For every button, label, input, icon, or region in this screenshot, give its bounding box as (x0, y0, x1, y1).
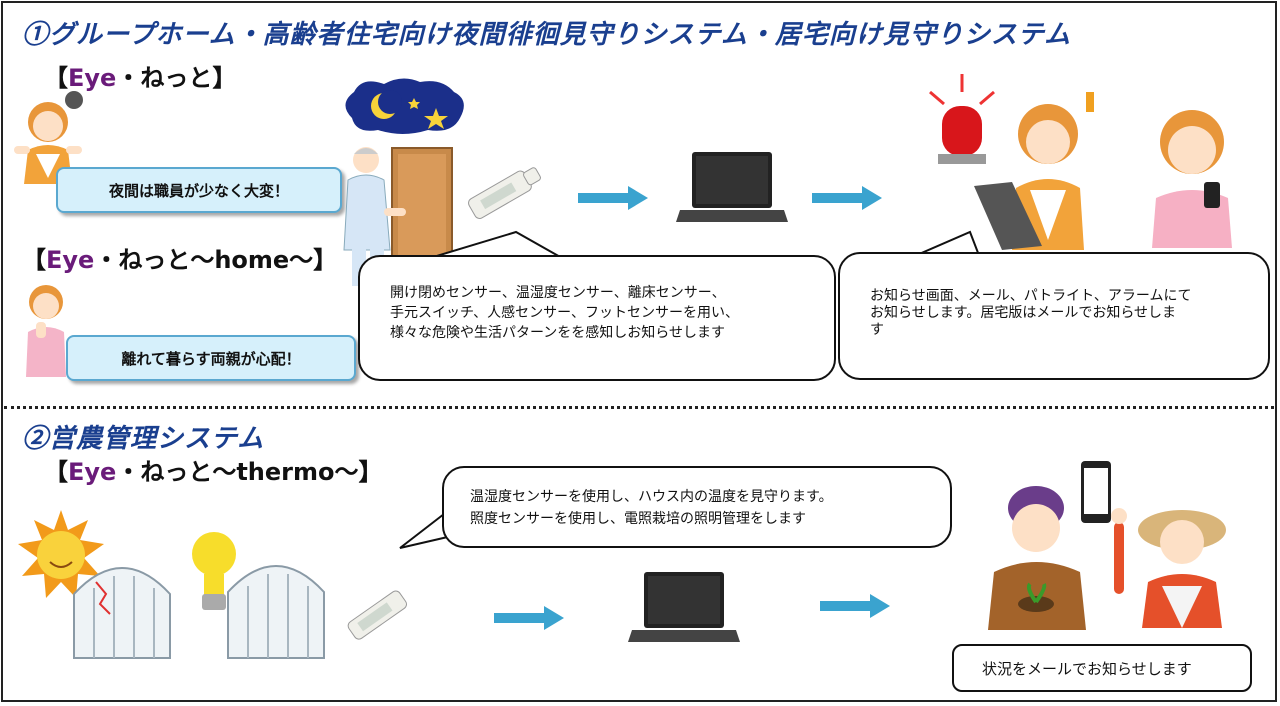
smartphone-icon (1081, 461, 1111, 523)
staff-woman-laptop-icon (974, 92, 1094, 250)
light-bulb-icon (192, 532, 236, 610)
brand-eye: Eye (68, 458, 117, 486)
worry-box-parents: 離れて暮らす両親が心配！ (66, 335, 356, 381)
bubble-line: お知らせします。居宅版はメールでお知らせしま (870, 305, 1177, 321)
product-name: ・ねっと】 (116, 64, 237, 92)
bubble-line: 開け閉めセンサー、温湿度センサー、離床センサー、 (390, 285, 726, 301)
worried-woman-icon (26, 285, 66, 377)
speech-bubble-tail (430, 230, 563, 259)
thermo-sensor-bubble: 温湿度センサーを使用し、ハウス内の温度を見守ります。 照度センサーを使用し、電照… (442, 466, 952, 548)
sensor-device-icon (347, 590, 407, 640)
product-eye-net-home: 【Eye・ねっと～home～】 (22, 240, 337, 275)
bracket-open: 【 (44, 458, 68, 486)
bracket-open: 【 (44, 64, 68, 92)
arrow-right-icon (578, 186, 648, 210)
bubble-line: 手元スイッチ、人感センサー、フットセンサーを用い、 (390, 305, 740, 321)
brand-eye: Eye (46, 246, 95, 274)
brand-eye: Eye (68, 64, 117, 92)
speech-bubble-tail (399, 513, 453, 549)
notify-text: 状況をメールでお知らせします (982, 660, 1192, 678)
sensor-device-icon (468, 167, 541, 219)
arrow-right-icon (494, 606, 564, 630)
bubble-line: 様々な危険や生活パターンをを感知しお知らせします (390, 325, 726, 341)
worried-woman-icon (14, 91, 83, 184)
section-divider (4, 406, 1274, 409)
laptop-icon (628, 572, 740, 642)
product-eye-net-thermo: 【Eye・ねっと～thermo～】 (44, 452, 383, 487)
bracket-open: 【 (22, 246, 46, 274)
sun-icon (18, 510, 104, 598)
farmer-woman-icon (1111, 508, 1226, 628)
worry-box-staff: 夜間は職員が少なく大変！ (56, 167, 342, 213)
woman-smartphone-icon (1152, 110, 1232, 248)
section2-title: ②営農管理システム (22, 424, 265, 454)
mail-notify-box: 状況をメールでお知らせします (952, 644, 1252, 692)
speech-bubble-tail (910, 230, 981, 259)
section1-title: ①グループホーム・高齢者住宅向け夜間徘徊見守りシステム・居宅向け見守りシステム (22, 20, 1072, 50)
sensor-description-bubble: 開け閉めセンサー、温湿度センサー、離床センサー、 手元スイッチ、人感センサー、フ… (358, 255, 836, 381)
product-name: ・ねっと～thermo～】 (116, 458, 383, 486)
moon-stars-icon (345, 78, 464, 134)
greenhouse-icon (227, 565, 325, 659)
bubble-line: す (870, 322, 884, 338)
notification-description-bubble: お知らせ画面、メール、パトライト、アラームにて お知らせします。居宅版はメールで… (838, 252, 1270, 380)
patrol-light-icon (929, 74, 995, 164)
bubble-line: 温湿度センサーを使用し、ハウス内の温度を見守ります。 (470, 489, 833, 505)
elderly-man-door-icon (343, 147, 453, 286)
arrow-right-icon (812, 186, 882, 210)
greenhouse-icon (73, 567, 171, 659)
farmer-man-icon (988, 486, 1086, 630)
product-eye-net: 【Eye・ねっと】 (44, 58, 236, 93)
laptop-icon (676, 152, 788, 222)
product-name: ・ねっと～home～】 (94, 246, 338, 274)
bubble-line: 照度センサーを使用し、電照栽培の照明管理をします (470, 511, 806, 527)
arrow-right-icon (820, 594, 890, 618)
bubble-line: お知らせ画面、メール、パトライト、アラームにて (870, 288, 1192, 304)
